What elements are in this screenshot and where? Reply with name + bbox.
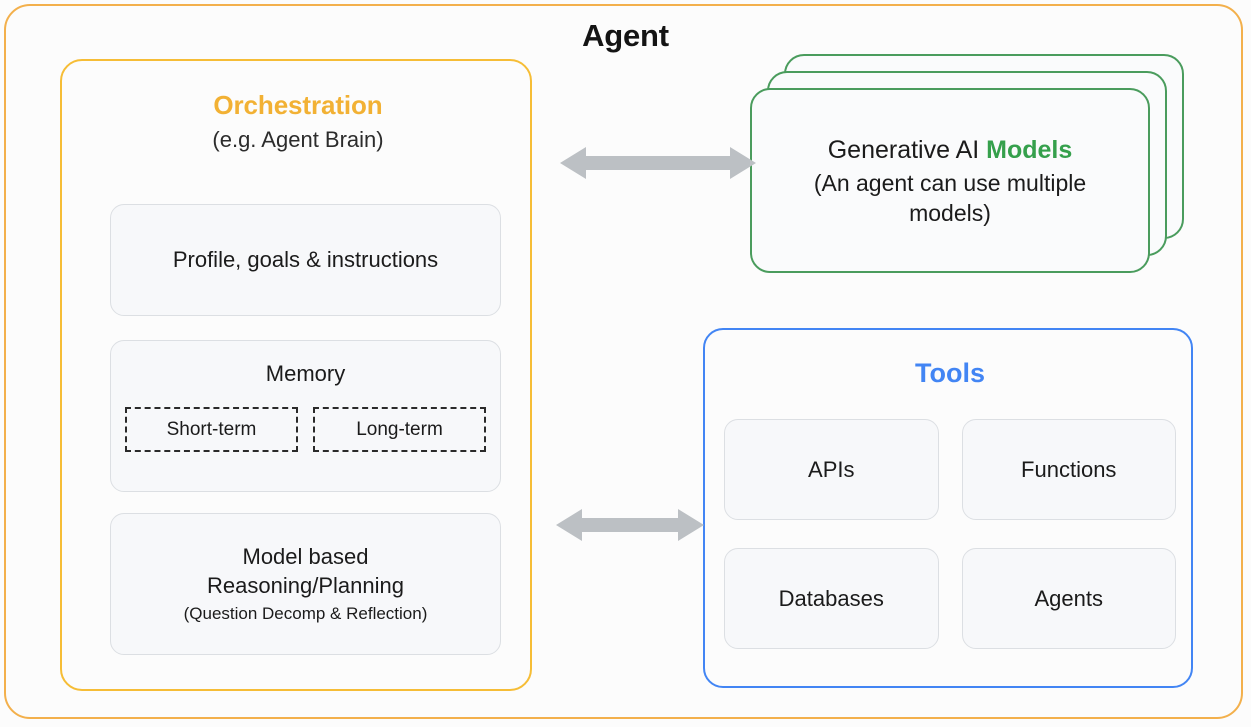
tool-card-databases-label: Databases xyxy=(778,585,884,611)
card-profile-goals-instructions[interactable]: Profile, goals & instructions xyxy=(110,204,501,316)
tool-card-apis[interactable]: APIs xyxy=(724,419,939,520)
models-title: Generative AI Models xyxy=(828,134,1073,166)
memory-subtypes: Short-term Long-term xyxy=(111,407,500,452)
card-model-based-reasoning[interactable]: Model based Reasoning/Planning (Question… xyxy=(110,513,501,655)
tool-card-functions[interactable]: Functions xyxy=(961,419,1176,520)
reasoning-line-1: Model based xyxy=(242,544,369,569)
tool-card-databases[interactable]: Databases xyxy=(724,548,939,649)
models-subtitle: (An agent can use multiple models) xyxy=(813,169,1087,226)
memory-short-term[interactable]: Short-term xyxy=(125,407,298,452)
tool-card-functions-label: Functions xyxy=(1021,456,1117,482)
card-memory-label: Memory xyxy=(265,361,346,386)
orchestration-heading: Orchestration xyxy=(213,90,383,120)
reasoning-line-2: Reasoning/Planning xyxy=(207,573,404,598)
tool-card-agents[interactable]: Agents xyxy=(961,548,1176,649)
models-title-accent: Models xyxy=(986,135,1073,164)
memory-long-term-label: Long-term xyxy=(356,418,443,440)
orchestration-panel: Orchestration (e.g. Agent Brain) Profile… xyxy=(60,59,532,691)
tool-card-agents-label: Agents xyxy=(1034,585,1104,611)
tools-grid: APIs Functions Databases Agents xyxy=(724,419,1176,649)
card-memory[interactable]: Memory Short-term Long-term xyxy=(110,340,501,492)
orchestration-subheading: (e.g. Agent Brain) xyxy=(212,127,384,152)
tool-card-apis-label: APIs xyxy=(808,456,855,482)
reasoning-note: (Question Decomp & Reflection) xyxy=(183,604,428,623)
card-profile-label: Profile, goals & instructions xyxy=(172,247,439,272)
models-card[interactable]: Generative AI Models (An agent can use m… xyxy=(750,88,1150,273)
tools-panel: Tools APIs Functions Databases Agents xyxy=(703,328,1193,688)
tools-heading: Tools xyxy=(915,358,985,388)
models-title-prefix: Generative AI xyxy=(827,135,987,164)
bidirectional-arrow-icon-orchestration-tools xyxy=(556,508,704,542)
bidirectional-arrow-icon-orchestration-models xyxy=(560,146,756,180)
page-title: Agent xyxy=(582,18,669,53)
memory-long-term[interactable]: Long-term xyxy=(313,407,486,452)
models-stack[interactable]: Generative AI Models (An agent can use m… xyxy=(750,54,1184,273)
memory-short-term-label: Short-term xyxy=(166,418,257,440)
